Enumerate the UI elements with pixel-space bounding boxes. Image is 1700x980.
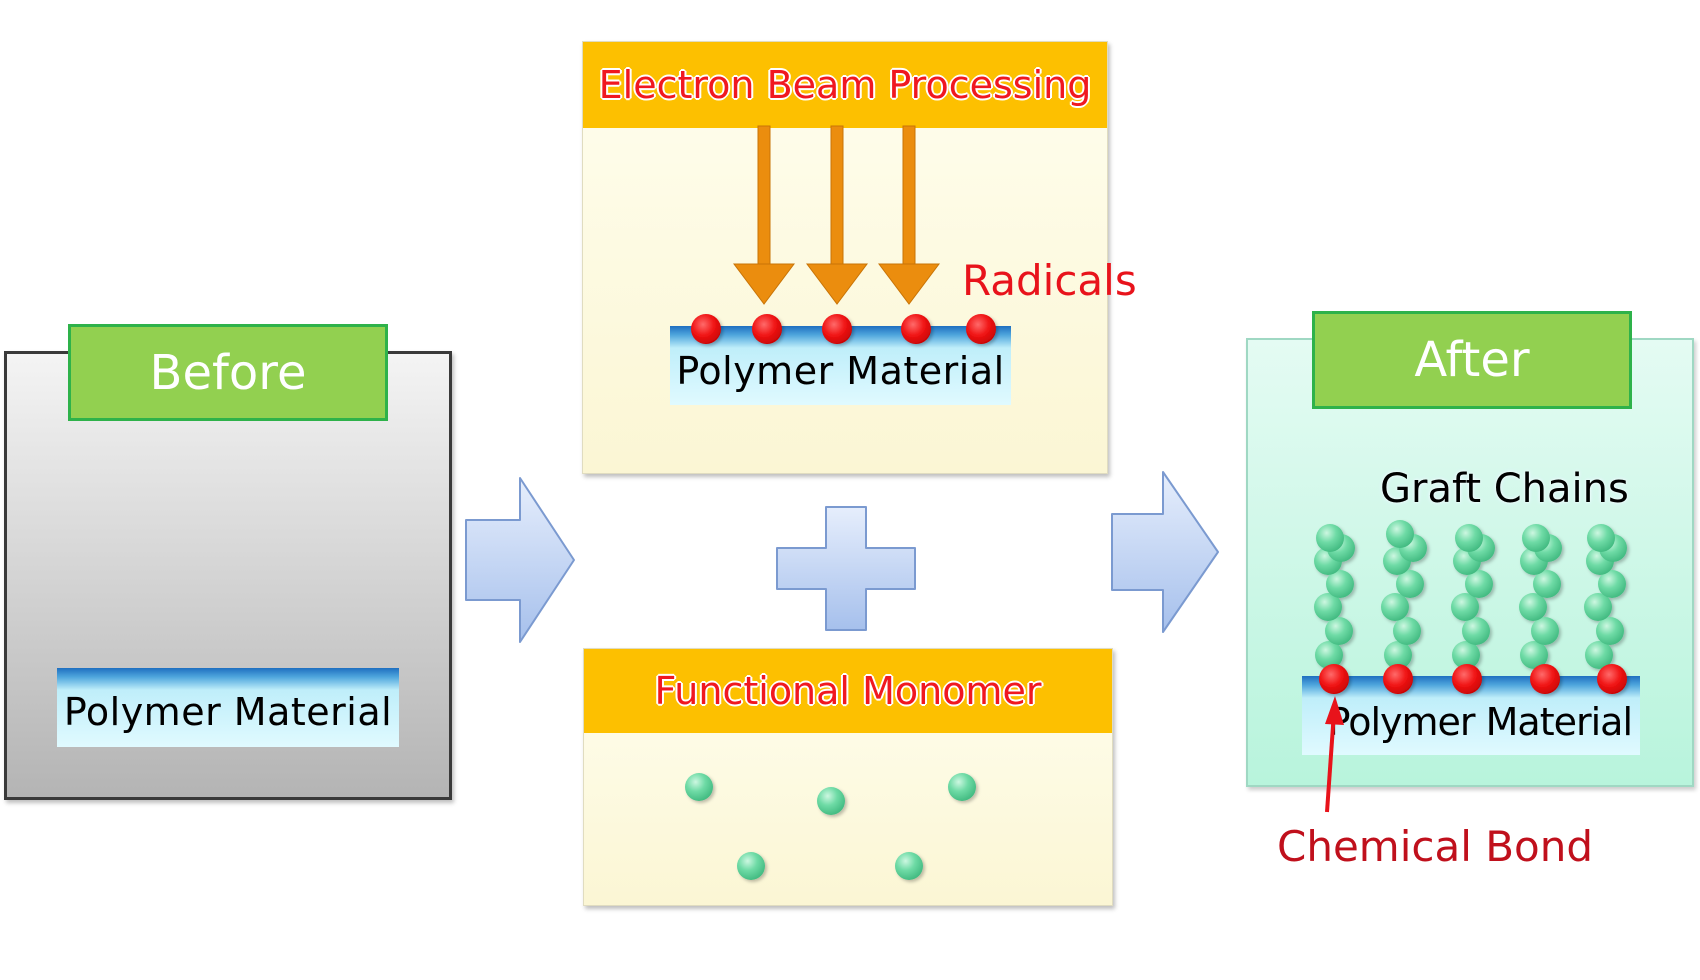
electron-beam-title: Electron Beam Processing (583, 42, 1107, 128)
before-label: Before (68, 324, 388, 421)
beam-polymer-material: Polymer Material (670, 326, 1011, 405)
functional-monomer-title: Functional Monomer (584, 649, 1112, 733)
radical-dots (691, 314, 996, 344)
flow-arrow-left (465, 477, 575, 643)
electron-beam-arrows (733, 125, 940, 305)
graft-chain-molecules (1314, 520, 1627, 669)
bond-radical-dots (1319, 664, 1627, 694)
chemical-bond-arrow (1325, 696, 1344, 813)
monomer-molecules (685, 773, 976, 880)
after-label: After (1312, 311, 1632, 409)
before-polymer-material: Polymer Material (57, 668, 399, 747)
chemical-bond-label: Chemical Bond (1277, 822, 1594, 871)
functional-monomer-panel: Functional Monomer (583, 648, 1113, 906)
flow-arrow-right (1111, 471, 1219, 633)
graft-chains-label: Graft Chains (1380, 466, 1629, 512)
radicals-label: Radicals (962, 256, 1137, 305)
plus-icon (776, 506, 916, 631)
